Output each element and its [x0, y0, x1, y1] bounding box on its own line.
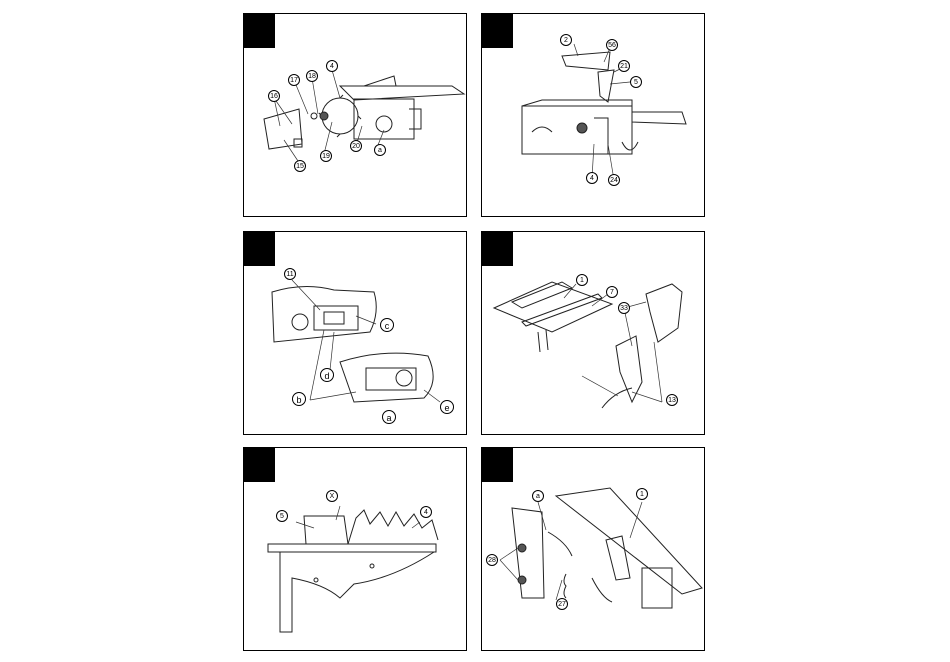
callout-24: 24 — [608, 174, 620, 186]
callout-e: e — [440, 400, 454, 414]
callout-1: 1 — [636, 488, 648, 500]
callout-56: 56 — [606, 39, 618, 51]
callout-a: a — [374, 144, 386, 156]
callout-4: 4 — [326, 60, 338, 72]
callout-17: 17 — [288, 74, 300, 86]
callout-27: 27 — [556, 598, 568, 610]
callout-33: 33 — [618, 302, 630, 314]
figure-panel-6: a 1 28 27 — [481, 447, 705, 651]
blade-guard-assembly-illustration — [482, 14, 705, 217]
callout-20: 20 — [350, 140, 362, 152]
callout-21: 21 — [618, 60, 630, 72]
callout-13: 13 — [666, 394, 678, 406]
riving-knife-distance-illustration — [244, 448, 467, 651]
callout-4: 4 — [420, 506, 432, 518]
callout-7: 7 — [606, 286, 618, 298]
callout-d: d — [320, 368, 334, 382]
bevel-tilt-illustration — [482, 448, 705, 651]
figure-panel-2: 2 56 21 5 4 24 — [481, 13, 705, 217]
callout-a: a — [382, 410, 396, 424]
callout-X: X — [326, 490, 338, 502]
callout-16: 16 — [268, 90, 280, 102]
callout-19: 19 — [320, 150, 332, 162]
callout-5: 5 — [630, 76, 642, 88]
callout-15: 15 — [294, 160, 306, 172]
callout-1: 1 — [576, 274, 588, 286]
callout-5: 5 — [276, 510, 288, 522]
figure-panel-4: 1 7 33 13 — [481, 231, 705, 435]
callout-11: 11 — [284, 268, 296, 280]
callout-4: 4 — [586, 172, 598, 184]
callout-b: b — [292, 392, 306, 406]
figure-panel-5: 5 X 4 — [243, 447, 467, 651]
callout-2: 2 — [560, 34, 572, 46]
callout-a: a — [532, 490, 544, 502]
figure-panel-3: 11 c d b e a — [243, 231, 467, 435]
callout-c: c — [380, 318, 394, 332]
blade-adjustment-detail-illustration — [244, 232, 467, 435]
callout-28: 28 — [486, 554, 498, 566]
figure-panel-1: 16 17 18 4 19 20 a 15 — [243, 13, 467, 217]
saw-blade-assembly-illustration — [244, 14, 467, 217]
callout-18: 18 — [306, 70, 318, 82]
